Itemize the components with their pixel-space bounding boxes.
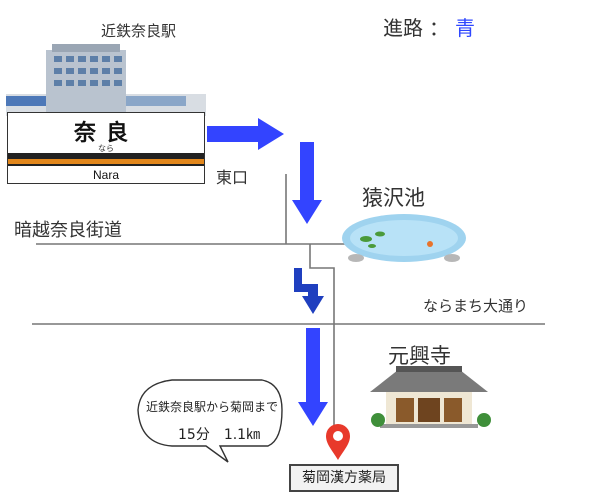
route-arrow-down-2 (298, 328, 328, 426)
location-pin-icon (326, 424, 350, 460)
route-legend-separator: ： (429, 16, 449, 40)
sign-stripe (8, 164, 204, 166)
bubble-route-text: 近鉄奈良駅から菊岡まで (146, 400, 279, 414)
route-legend-label: 進路 (383, 16, 423, 40)
station-sign-roman: Nara (92, 168, 119, 182)
walking-path-2 (309, 244, 335, 324)
route-legend: 進路：青 (383, 12, 475, 41)
sign-stripe-orange (8, 159, 204, 164)
route-arrow-step (294, 268, 324, 314)
street-label-left: 暗越奈良街道 (14, 220, 122, 241)
sign-stripe (8, 153, 204, 159)
route-arrow-east (207, 118, 284, 150)
route-arrow-icon (207, 118, 328, 426)
station-sign-kanji: 奈良 (73, 121, 138, 146)
bubble-time: 15分 (178, 427, 210, 443)
temple-label: 元興寺 (388, 344, 451, 368)
bubble-time-distance: 15分 1.1㎞ (178, 424, 260, 444)
info-bubble (137, 379, 283, 463)
destination-sign: 菊岡漢方薬局 (289, 464, 399, 492)
exit-label: 東口 (216, 168, 249, 187)
station-building-icon (6, 44, 206, 116)
pond-icon (342, 214, 466, 262)
station-caption: 近鉄奈良駅 (101, 22, 177, 40)
route-legend-value: 青 (455, 16, 475, 40)
route-arrow-down-1 (292, 142, 322, 224)
pond-label: 猿沢池 (362, 186, 425, 210)
bubble-distance: 1.1㎞ (223, 427, 261, 443)
street-label-right: ならまち大通り (423, 297, 529, 315)
station-sign-kana: なら (98, 144, 114, 153)
temple-icon (370, 366, 491, 428)
station-sign: 奈良 なら Nara (7, 112, 205, 184)
